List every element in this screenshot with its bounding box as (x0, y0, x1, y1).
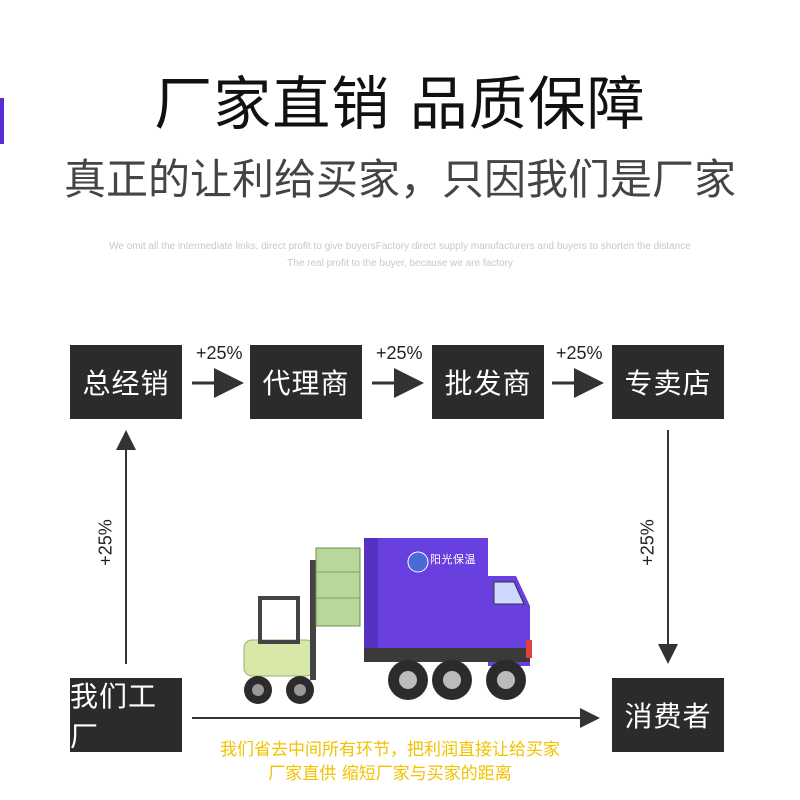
markup-label-right: +25% (637, 519, 658, 566)
markup-label-2: +25% (376, 343, 423, 363)
caption-line-1: 我们省去中间所有环节，把利润直接让给买家 (220, 740, 560, 760)
markup-label-left: +25% (95, 519, 116, 566)
page-title: 厂家直销 品质保障 (154, 70, 646, 138)
page-subtitle: 真正的让利给买家，只因我们是厂家 (63, 155, 736, 204)
markup-label-3: +25% (556, 343, 603, 363)
box-wholesaler: 批发商 (432, 345, 544, 419)
accent-bar (0, 98, 4, 144)
english-line-2: The real profit to the buyer, because we… (287, 258, 513, 269)
english-line-1: We omit all the intermediate links, dire… (109, 241, 691, 252)
box-consumer: 消费者 (612, 678, 724, 752)
markup-label-1: +25% (196, 343, 243, 363)
forklift-illustration (243, 547, 361, 704)
box-agent: 代理商 (250, 345, 362, 419)
truck-illustration (364, 538, 532, 700)
caption-line-2: 厂家直供 缩短厂家与买家的距离 (268, 764, 512, 784)
box-factory: 我们工厂 (70, 678, 182, 753)
truck-brand-text: 阳光保温 (430, 554, 476, 566)
box-store: 专卖店 (612, 345, 724, 419)
box-distributor: 总经销 (70, 345, 182, 419)
